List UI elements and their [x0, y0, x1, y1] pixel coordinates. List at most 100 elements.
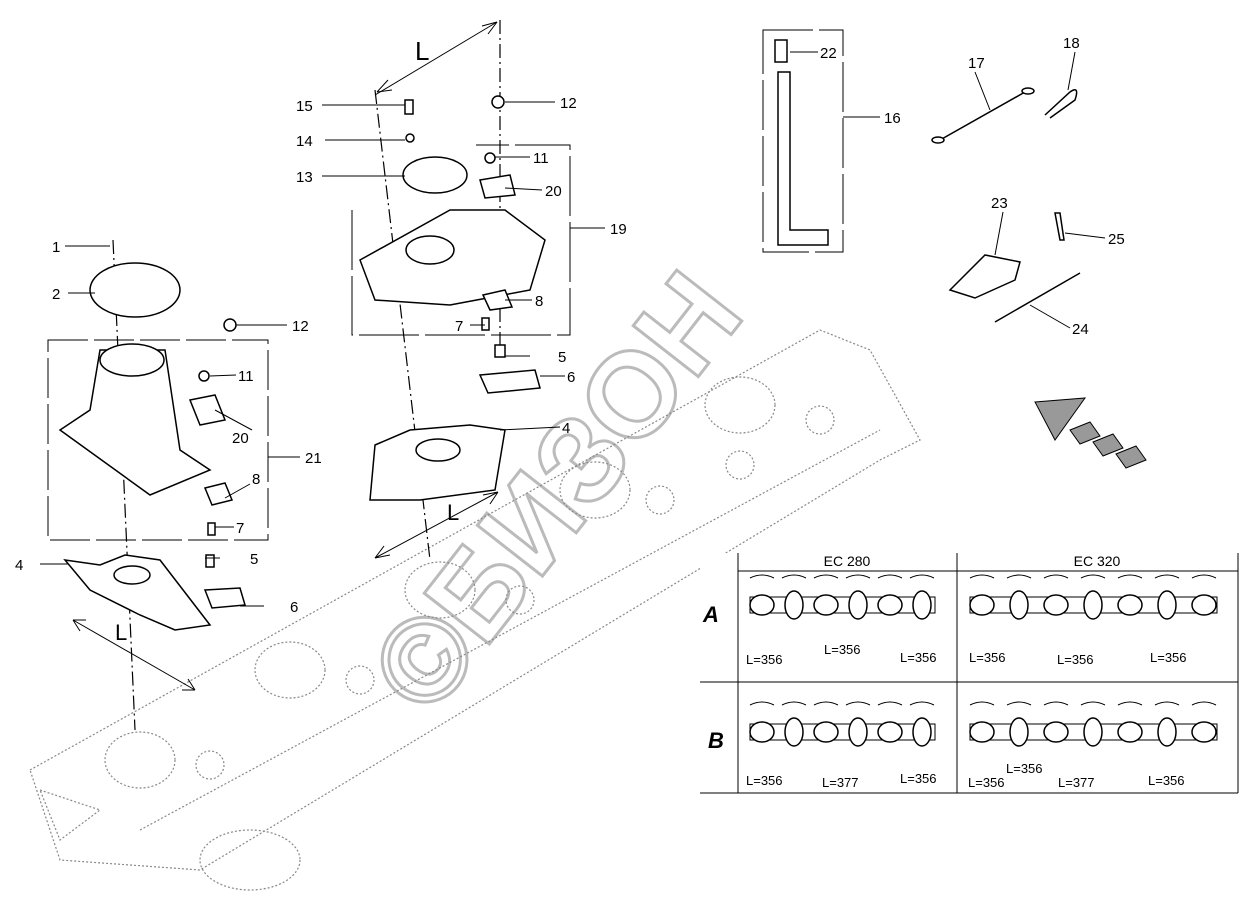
label-6: 6: [290, 599, 298, 616]
rotation-arrow: [1006, 701, 1032, 706]
label-4: 4: [15, 557, 23, 574]
cutter-disc: [1157, 717, 1177, 747]
wire-17: [939, 91, 1026, 141]
cutter-disc: [784, 717, 804, 747]
label-18: 18: [1063, 35, 1080, 52]
label-5: 5: [250, 551, 258, 568]
leader-lines: [40, 51, 1106, 607]
label-7: 7: [236, 520, 244, 537]
label-12: 12: [560, 95, 577, 112]
cutter-disc: [912, 717, 932, 747]
cutter-bar-outline: [29, 329, 921, 891]
svg-text:L: L: [447, 500, 459, 525]
rotation-arrow: [1080, 701, 1106, 706]
wire-24: [994, 272, 1081, 323]
label-8: 8: [535, 293, 543, 310]
length-label: L=356: [746, 773, 783, 788]
label-23: 23: [991, 195, 1008, 212]
rotation-arrow: [1043, 574, 1069, 579]
rotation-arrow: [813, 574, 839, 579]
label-15: 15: [296, 98, 313, 115]
rotation-arrow: [781, 574, 807, 579]
rotation-arrow: [877, 574, 903, 579]
cutter-disc: [912, 590, 932, 620]
length-label: L=356: [1150, 650, 1187, 665]
rotation-arrow: [781, 701, 807, 706]
label-11: 11: [533, 150, 549, 167]
rotation-arrow: [845, 574, 871, 579]
cutter-disc: [848, 590, 868, 620]
label-24: 24: [1072, 321, 1089, 338]
cutter-disc: [1083, 590, 1103, 620]
label-11: 11: [238, 368, 254, 385]
cutter-disc: [1157, 590, 1177, 620]
cutter-disc: [784, 590, 804, 620]
cutter-disc: [848, 717, 868, 747]
length-label: L=356: [824, 642, 861, 657]
cutter-disc: [813, 594, 839, 616]
rotation-arrow: [749, 701, 775, 706]
length-label: L=356: [1006, 761, 1043, 776]
length-label: L=356: [1148, 773, 1185, 788]
cutter-disc: [813, 721, 839, 743]
cutter-disc: [969, 721, 995, 743]
rotation-arrow: [1154, 701, 1180, 706]
label-19: 19: [610, 221, 627, 238]
rotation-arrow: [845, 701, 871, 706]
cutter-disc: [877, 721, 903, 743]
label-21: 21: [305, 450, 322, 467]
cutter-disc: [1117, 721, 1143, 743]
length-label: L=356: [900, 650, 937, 665]
length-label: L=356: [968, 775, 1005, 790]
rotation-arrow: [1117, 574, 1143, 579]
rotation-arrow: [1117, 701, 1143, 706]
cutter-disc: [749, 721, 775, 743]
label-25: 25: [1108, 231, 1125, 248]
rotation-arrow: [749, 574, 775, 579]
cutter-disc: [1043, 721, 1069, 743]
length-label: L=377: [822, 775, 859, 790]
length-label: L=377: [1058, 775, 1095, 790]
clip-18: [1044, 89, 1078, 119]
label-13: 13: [296, 169, 313, 186]
label-5: 5: [558, 349, 566, 366]
rotation-arrow: [909, 574, 935, 579]
row-label-a: A: [702, 602, 719, 627]
rotation-arrow: [909, 701, 935, 706]
length-label: L=356: [746, 652, 783, 667]
configuration-table: EC 280 EC 320 A B L=356 L=356 L=356 L=35…: [700, 553, 1240, 794]
rotation-arrow: [877, 701, 903, 706]
row-label-b: B: [708, 728, 724, 753]
dimension-L: L L L: [72, 21, 499, 691]
label-12: 12: [292, 318, 309, 335]
svg-text:L: L: [415, 36, 429, 66]
column-header-ec320: EC 320: [1074, 553, 1121, 569]
rotation-arrow: [1006, 574, 1032, 579]
length-label: L=356: [969, 650, 1006, 665]
rotation-arrow: [1043, 701, 1069, 706]
label-20: 20: [545, 183, 562, 200]
cutter-disc: [877, 594, 903, 616]
rotation-arrow: [813, 701, 839, 706]
length-label: L=356: [1057, 652, 1094, 667]
rotation-arrow: [969, 574, 995, 579]
label-2: 2: [52, 286, 60, 303]
spare-blade-holder: [762, 29, 844, 253]
label-4: 4: [562, 420, 570, 437]
rotation-arrow: [1080, 574, 1106, 579]
cutter-disc: [969, 594, 995, 616]
pin-25: [1054, 212, 1065, 241]
label-16: 16: [884, 110, 901, 127]
label-7: 7: [455, 318, 463, 335]
cutter-disc: [749, 594, 775, 616]
label-14: 14: [296, 133, 313, 150]
column-header-ec280: EC 280: [824, 553, 871, 569]
left-drum-assembly: [58, 262, 246, 631]
rotation-arrow: [1191, 701, 1217, 706]
part-23: [948, 254, 1021, 299]
length-label: L=356: [900, 771, 937, 786]
label-1: 1: [52, 239, 60, 256]
part-number-labels: 1 2 4 4 5 5 6 6 7 7 8 8 11 11 12 12 13 1…: [15, 35, 1125, 616]
cutter-disc: [1191, 594, 1217, 616]
cutter-disc: [1117, 594, 1143, 616]
